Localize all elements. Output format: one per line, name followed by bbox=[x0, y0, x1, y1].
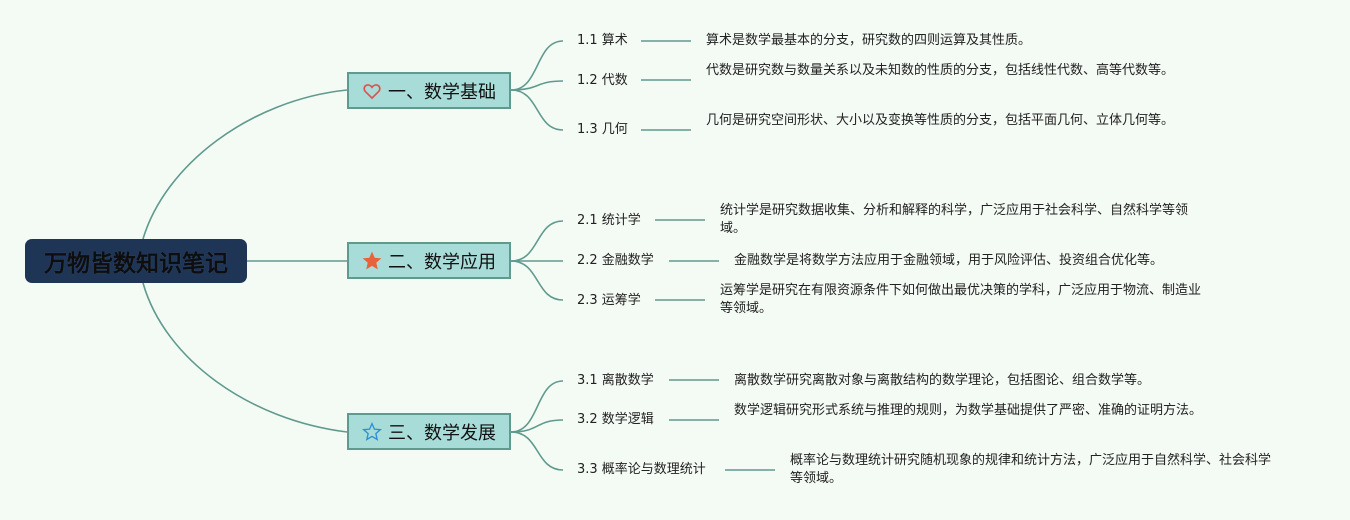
topic-2-1-desc: 统计学是研究数据收集、分析和解释的科学，广泛应用于社会科学、自然科学等领域。 bbox=[720, 203, 1189, 236]
connector-branch-1-item-2 bbox=[510, 80, 564, 91]
topic-1-1[interactable]: 1.1 算术 bbox=[577, 33, 628, 48]
topic-1-2-desc: 代数是研究数与数量关系以及未知数的性质的分支，包括线性代数、高等代数等。 bbox=[706, 63, 1175, 78]
topic-1-3-desc: 几何是研究空间形状、大小以及变换等性质的分支，包括平面几何、立体几何等。 bbox=[706, 113, 1175, 128]
root-node[interactable]: 万物皆数知识笔记 bbox=[25, 239, 247, 283]
connector-branch-3-item-3 bbox=[510, 431, 564, 471]
branch-node-3[interactable]: 三、数学发展 bbox=[347, 413, 511, 450]
topic-1-3[interactable]: 1.3 几何 bbox=[577, 122, 628, 137]
branch-1-title: 一、数学基础 bbox=[388, 81, 496, 103]
connector-root-branch-3 bbox=[142, 282, 348, 433]
topic-3-2[interactable]: 3.2 数学逻辑 bbox=[577, 412, 654, 427]
heart-icon bbox=[363, 83, 381, 99]
topic-3-3-desc: 概率论与数理统计研究随机现象的规律和统计方法，广泛应用于自然科学、社会科学等领域… bbox=[790, 453, 1272, 486]
topic-3-1[interactable]: 3.1 离散数学 bbox=[577, 373, 654, 388]
connector-branch-2-item-1 bbox=[510, 220, 564, 262]
topic-1-2[interactable]: 1.2 代数 bbox=[577, 73, 628, 88]
topic-2-3[interactable]: 2.3 运筹学 bbox=[577, 293, 641, 308]
topic-3-2-desc: 数学逻辑研究形式系统与推理的规则，为数学基础提供了严密、准确的证明方法。 bbox=[734, 403, 1203, 418]
root-title: 万物皆数知识笔记 bbox=[44, 251, 228, 277]
connector-branch-3-item-2 bbox=[510, 419, 564, 433]
topic-3-1-desc: 离散数学研究离散对象与离散结构的数学理论，包括图论、组合数学等。 bbox=[734, 373, 1151, 388]
topic-2-3-desc: 运筹学是研究在有限资源条件下如何做出最优决策的学科，广泛应用于物流、制造业等领域… bbox=[720, 283, 1202, 316]
branch-node-2[interactable]: 二、数学应用 bbox=[347, 242, 511, 279]
branch-3-title: 三、数学发展 bbox=[388, 422, 496, 444]
topic-1-1-desc: 算术是数学最基本的分支，研究数的四则运算及其性质。 bbox=[706, 33, 1032, 48]
branch-2-title: 二、数学应用 bbox=[388, 251, 496, 273]
connector-branch-2-item-3 bbox=[510, 260, 564, 301]
connector-branch-3-item-1 bbox=[510, 380, 564, 433]
topic-2-1[interactable]: 2.1 统计学 bbox=[577, 213, 641, 228]
connector-root-branch-1 bbox=[142, 89, 348, 240]
topic-3-3[interactable]: 3.3 概率论与数理统计 bbox=[577, 462, 706, 477]
connector-branch-1-item-1 bbox=[510, 40, 564, 91]
connector-branch-1-item-3 bbox=[510, 89, 564, 131]
star-filled-icon bbox=[362, 251, 382, 269]
branch-node-1[interactable]: 一、数学基础 bbox=[347, 72, 511, 109]
topic-2-2-desc: 金融数学是将数学方法应用于金融领域，用于风险评估、投资组合优化等。 bbox=[734, 253, 1164, 268]
star-outline-icon bbox=[362, 421, 382, 441]
topic-2-2[interactable]: 2.2 金融数学 bbox=[577, 253, 654, 268]
